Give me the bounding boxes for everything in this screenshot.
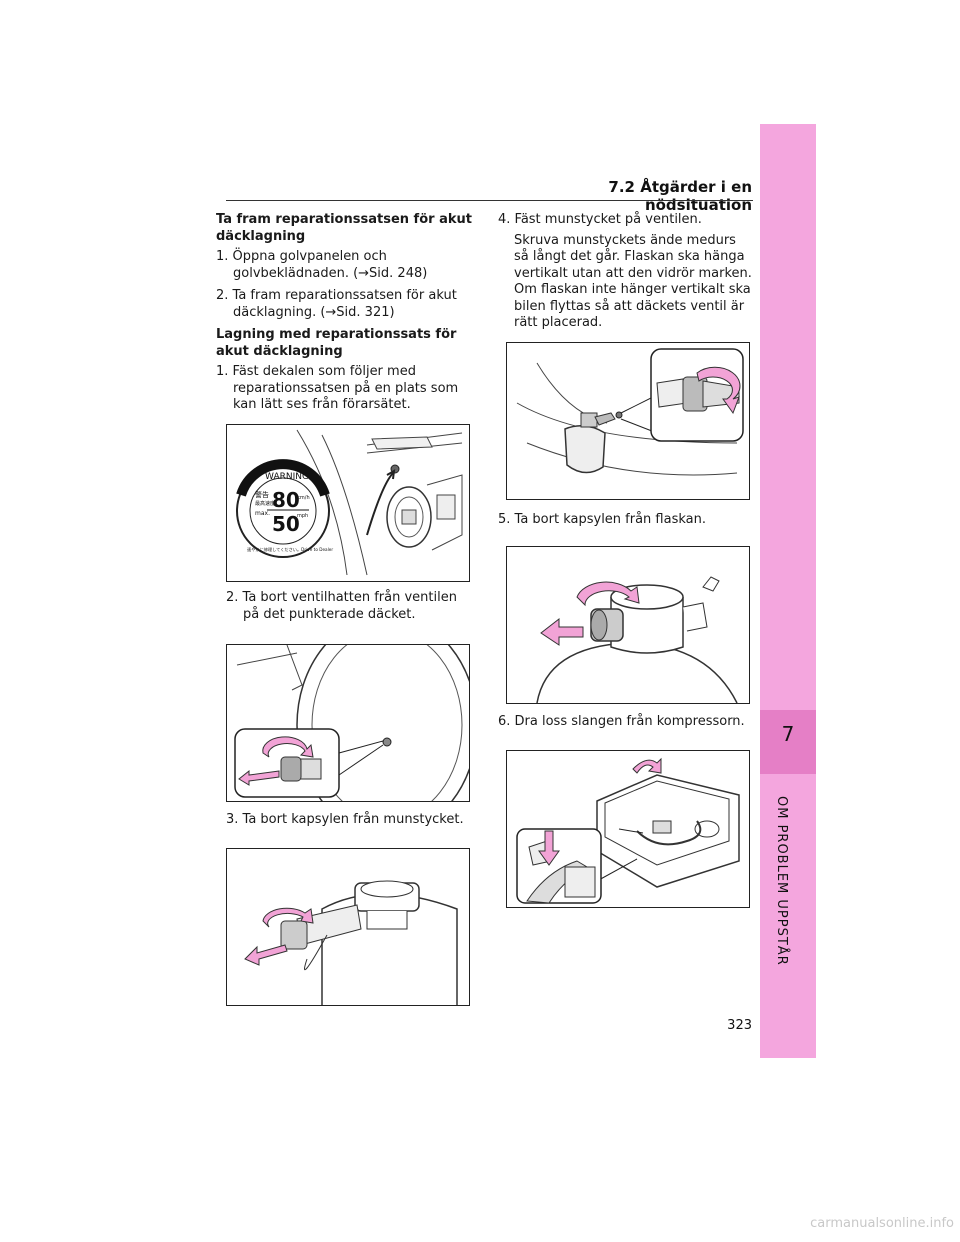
figure-attach-nozzle [506,342,750,500]
watermark: carmanualsonline.info [810,1216,954,1231]
step-remove-nozzle-cap: 3. Ta bort kapsylen från munstycket. [226,812,464,827]
decal-ring-text: 速やかに修理してください。Drive to Dealer [247,546,333,553]
page-number: 323 [727,1018,752,1033]
figure-compressor-hose [506,750,750,908]
decal-japanese-mid: 最高速度 [255,500,275,507]
step-open-floor-panel: 1. Öppna golvpanelen och golvbeklädnaden… [216,249,428,281]
left-text-block-3: 3. Ta bort kapsylen från munstycket. [226,812,472,835]
step-attach-note: Skruva munstyckets ände medurs så långt … [514,232,752,331]
heading-take-out-kit: Ta fram reparationssatsen för akut däckl… [216,212,472,244]
decal-japanese-top: 警告 [255,490,269,499]
chapter-tab-active [760,710,816,774]
decal-speed-mph: 50 [272,512,300,536]
step-attach-nozzle: 4. Fäst munstycket på ventilen. [498,212,702,227]
chapter-number: 7 [781,722,795,746]
right-text-block-2: 5. Ta bort kapsylen från flaskan. [498,512,752,535]
right-text-block-3: 6. Dra loss slangen från kompressorn. [498,714,752,737]
header-rule [226,200,753,201]
figure-nozzle-cap [226,848,470,1006]
chapter-title: OM PROBLEM UPPSTÅR [774,796,789,966]
decal-unit-kmh: km/h [297,495,310,501]
decal-speed-kmh: 80 [272,488,300,512]
section-header: 7.2 Åtgärder i en nödsituation [608,178,752,214]
step-take-out-kit: 2. Ta fram reparationssatsen för akut dä… [216,288,457,320]
figure-bottle-cap [506,546,750,704]
left-text-block-2: 2. Ta bort ventilhatten från ventilen på… [226,590,472,629]
heading-repair: Lagning med reparationssats för akut däc… [216,327,457,359]
figure-decal-dashboard: WARNING 警告 最高速度 max. 80 km/h 50 mph 速やかに… [226,424,470,582]
chapter-side-tab[interactable]: 7 OM PROBLEM UPPSTÅR [760,124,816,1058]
left-text-block-1: Ta fram reparationssatsen för akut däckl… [216,212,472,420]
decal-unit-mph: mph [297,513,308,519]
decal-warning-text: WARNING [265,472,309,482]
step-attach-decal: 1. Fäst dekalen som följer med reparatio… [216,364,459,412]
step-pull-hose: 6. Dra loss slangen från kompressorn. [498,714,745,729]
step-remove-bottle-cap: 5. Ta bort kapsylen från flaskan. [498,512,706,527]
decal-max: max. [255,510,270,517]
step-remove-valve-cap: 2. Ta bort ventilhatten från ventilen på… [226,590,457,622]
right-text-block-1: 4. Fäst munstycket på ventilen. Skruva m… [498,212,752,332]
figure-valve-cap [226,644,470,802]
